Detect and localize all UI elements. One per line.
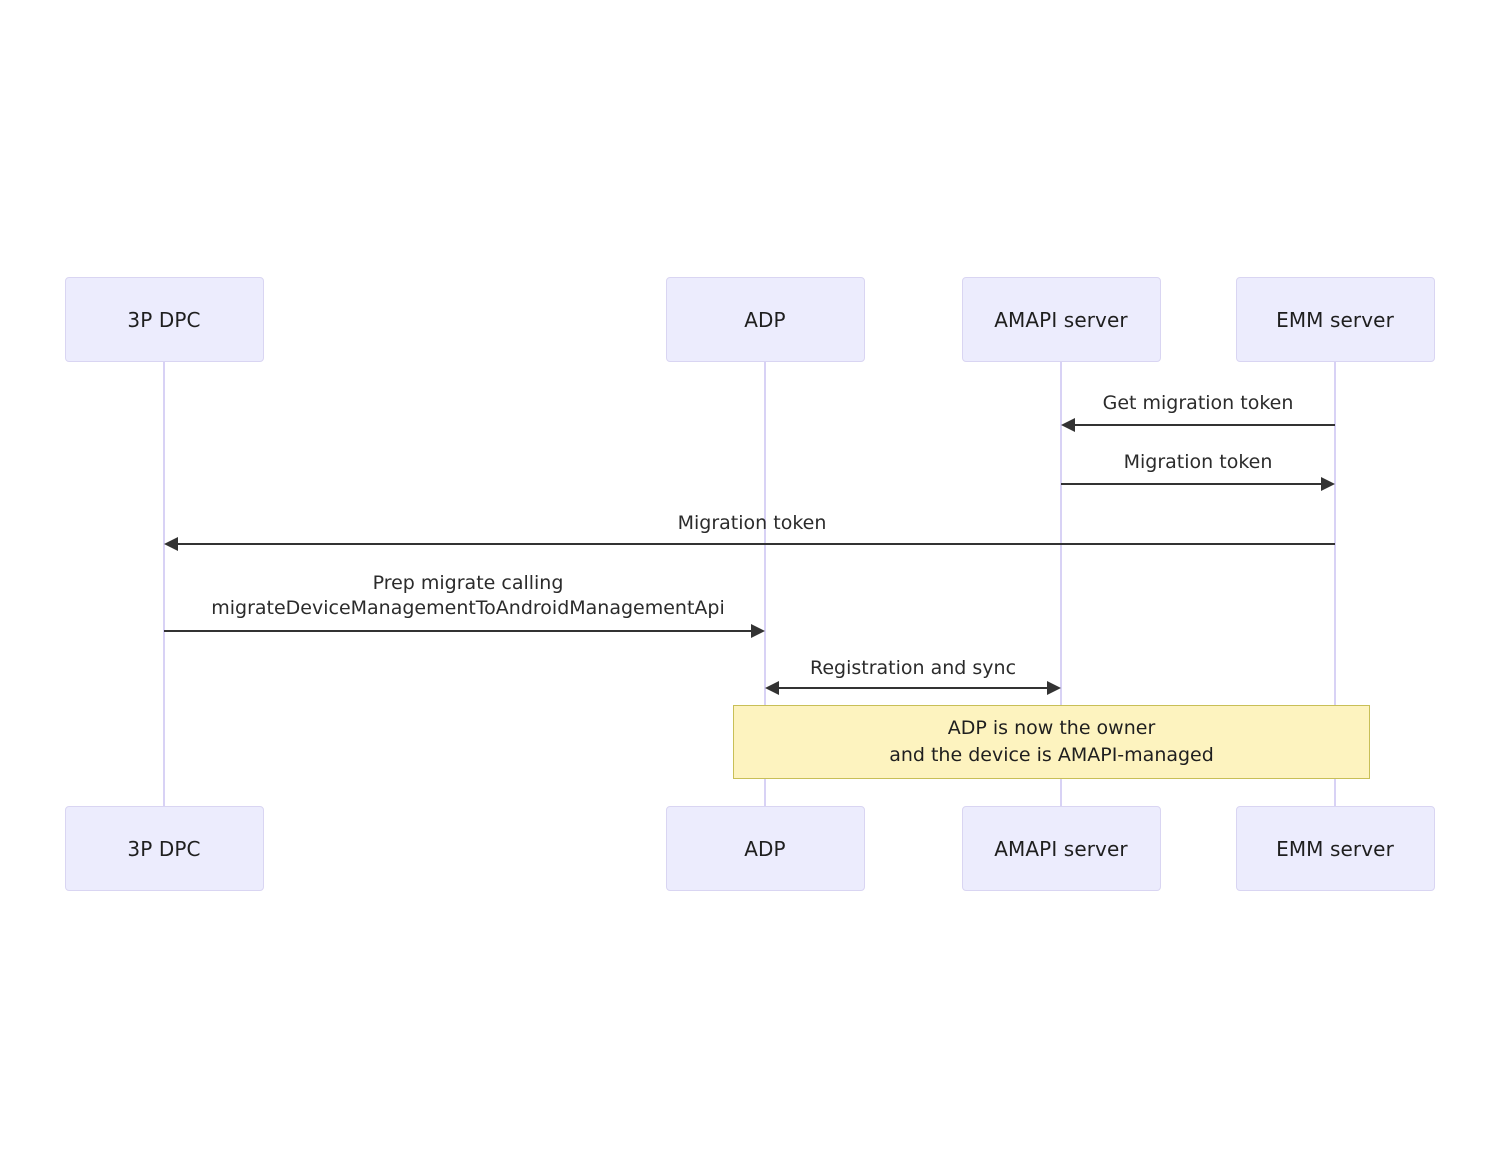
participant-label: ADP [744, 836, 786, 861]
participant-label: AMAPI server [994, 836, 1128, 861]
msg-migration-token-emm-label: Migration token [1123, 451, 1273, 473]
msg-get-migration-token-label: Get migration token [1102, 392, 1294, 414]
participant-label: EMM server [1276, 836, 1394, 861]
msg-registration-and-sync-arrowhead-left [765, 681, 779, 695]
lifeline-amapi [1060, 362, 1062, 806]
msg-prep-migrate-label: Prep migrate calling migrateDeviceManage… [211, 572, 725, 620]
msg-registration-and-sync-line [777, 687, 1049, 689]
msg-migration-token-emm-line [1061, 483, 1323, 485]
participant-label: ADP [744, 307, 786, 332]
msg-prep-migrate-line [164, 630, 753, 632]
msg-registration-and-sync-arrowhead-right [1047, 681, 1061, 695]
participant-top-dpc[interactable]: 3P DPC [64, 277, 264, 362]
participant-bottom-amapi[interactable]: AMAPI server [961, 806, 1161, 891]
msg-migration-token-dpc-label: Migration token [677, 512, 827, 534]
msg-get-migration-token-arrowhead-left [1061, 418, 1075, 432]
lifeline-emm [1334, 362, 1336, 806]
lifeline-dpc [163, 362, 165, 806]
participant-label: 3P DPC [127, 307, 201, 332]
participant-label: AMAPI server [994, 307, 1128, 332]
participant-bottom-adp[interactable]: ADP [665, 806, 865, 891]
note-adp-owner: ADP is now the owner and the device is A… [733, 705, 1370, 779]
msg-migration-token-dpc-arrowhead-left [164, 537, 178, 551]
participant-bottom-emm[interactable]: EMM server [1235, 806, 1435, 891]
msg-prep-migrate-arrowhead-right [751, 624, 765, 638]
participant-label: EMM server [1276, 307, 1394, 332]
msg-registration-and-sync-label: Registration and sync [809, 657, 1017, 679]
lifeline-adp [764, 362, 766, 806]
msg-migration-token-dpc-line [176, 543, 1335, 545]
note-text: ADP is now the owner and the device is A… [889, 717, 1214, 766]
participant-top-amapi[interactable]: AMAPI server [961, 277, 1161, 362]
participant-label: 3P DPC [127, 836, 201, 861]
participant-top-adp[interactable]: ADP [665, 277, 865, 362]
msg-migration-token-emm-arrowhead-right [1321, 477, 1335, 491]
participant-bottom-dpc[interactable]: 3P DPC [64, 806, 264, 891]
participant-top-emm[interactable]: EMM server [1235, 277, 1435, 362]
msg-get-migration-token-line [1073, 424, 1335, 426]
